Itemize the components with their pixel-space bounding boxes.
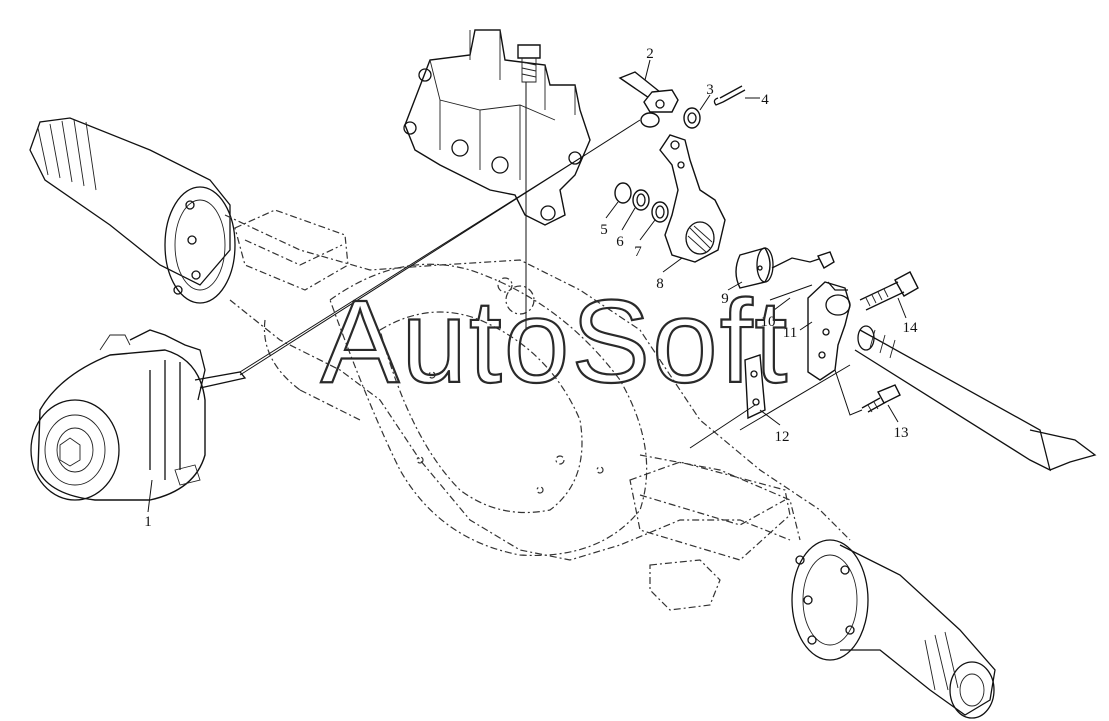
cotter-pin: [713, 85, 746, 106]
bushing: [735, 247, 774, 289]
bracket: [807, 281, 851, 381]
bolt: [861, 384, 901, 413]
callout-7: 7: [634, 244, 642, 260]
callout-11: 11: [783, 325, 797, 341]
washer-7: [651, 201, 669, 223]
callout-3: 3: [706, 82, 714, 98]
washer: [683, 107, 701, 129]
washer-6: [632, 189, 650, 211]
callout-10: 10: [761, 314, 776, 330]
callouts: 1 2 3 4 5 6 7 8 9 10 11 12 13 14: [144, 46, 918, 530]
bolt-long: [859, 271, 919, 311]
grease-fitting: [771, 251, 835, 269]
brake-camshaft: [854, 325, 1097, 472]
slack-adjuster: [659, 134, 726, 263]
callout-8: 8: [656, 276, 664, 292]
callout-12: 12: [775, 429, 790, 445]
callout-13: 13: [894, 425, 909, 441]
callout-9: 9: [721, 291, 729, 307]
callout-1: 1: [144, 514, 152, 530]
callout-6: 6: [616, 234, 624, 250]
axle-housing: [29, 117, 996, 719]
callout-4: 4: [761, 92, 769, 108]
camshaft-bracket: [403, 29, 591, 226]
watermark-text: AutoSoft: [321, 276, 790, 408]
callout-5: 5: [600, 222, 608, 238]
snap-ring: [614, 182, 632, 204]
callout-2: 2: [646, 46, 654, 62]
plate: [744, 354, 766, 420]
callout-14: 14: [903, 320, 919, 336]
brake-chamber: [30, 329, 247, 501]
clevis-pin: [618, 71, 679, 128]
